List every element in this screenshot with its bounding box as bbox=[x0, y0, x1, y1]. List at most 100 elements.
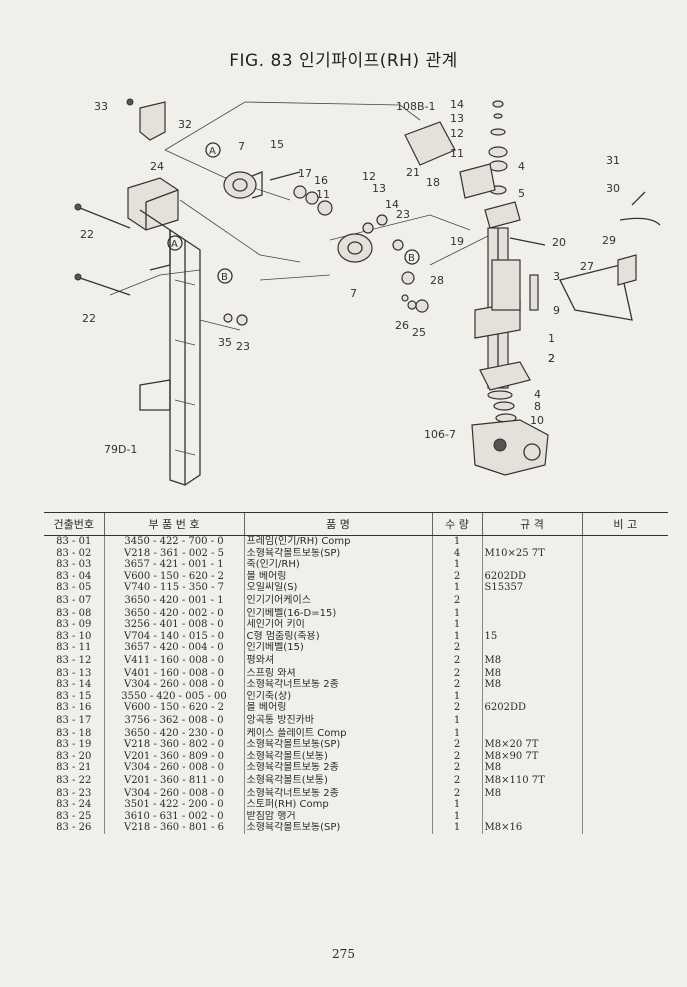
spec-cell: M8 bbox=[481, 679, 582, 691]
note-cell bbox=[581, 787, 668, 799]
spec-cell: 15 bbox=[481, 630, 582, 642]
item-no-cell: 83 - 21 bbox=[56, 762, 92, 773]
item-no-cell: 83 - 25 bbox=[56, 810, 92, 822]
exploded-parts-diagram: 33 32 24 22 22 7 A 15 17 16 11 B 12 13 1… bbox=[74, 98, 661, 486]
spec-cell: M8 bbox=[481, 787, 582, 799]
callout: 108B-1 bbox=[396, 100, 436, 113]
callout: 3 bbox=[553, 270, 560, 283]
main-pipe-column bbox=[471, 201, 549, 476]
note-cell bbox=[581, 607, 668, 619]
header-note: 비 고 bbox=[581, 512, 668, 536]
callout: 11 bbox=[450, 147, 464, 160]
quantity-cell: 1 bbox=[431, 690, 482, 702]
callout: 24 bbox=[150, 160, 164, 173]
callout: 35 bbox=[218, 336, 232, 349]
callout: 4 bbox=[518, 160, 525, 173]
part-name-cell: 소형육각볼트보통(SP) bbox=[243, 822, 432, 834]
part-no-cell: V411 - 160 - 008 - 0 bbox=[103, 653, 244, 668]
callout: B bbox=[221, 272, 228, 283]
part-no-cell: 3650 - 420 - 001 - 1 bbox=[103, 593, 244, 608]
part-no-cell: V304 - 260 - 008 - 0 bbox=[103, 787, 244, 799]
part-no-cell: 3610 - 631 - 002 - 0 bbox=[103, 810, 244, 822]
spec-cell bbox=[481, 619, 582, 631]
quantity-cell: 2 bbox=[431, 570, 482, 582]
frame-79d-1 bbox=[139, 228, 201, 486]
callout: 27 bbox=[580, 260, 594, 273]
callout: 16 bbox=[314, 174, 328, 187]
part-name-cell: 소형육각볼트(보통) bbox=[243, 773, 432, 788]
spec-cell: 6202DD bbox=[481, 570, 582, 582]
spec-cell: M8×16 bbox=[481, 822, 582, 834]
quantity-cell: 2 bbox=[431, 667, 482, 679]
callout: 23 bbox=[236, 340, 250, 353]
callout: 9 bbox=[553, 304, 560, 317]
quantity-cell: 1 bbox=[431, 559, 482, 571]
callout: 26 bbox=[395, 319, 409, 332]
item-no-cell: 83 - 22 bbox=[56, 774, 92, 786]
spec-cell bbox=[481, 810, 582, 822]
part-no-cell: 3756 - 362 - 008 - 0 bbox=[103, 713, 244, 728]
callout: 19 bbox=[450, 235, 464, 248]
spec-cell: M8 bbox=[481, 667, 582, 679]
part-no-cell: V201 - 360 - 811 - 0 bbox=[103, 773, 244, 788]
spec-cell bbox=[481, 642, 582, 654]
note-cell bbox=[581, 727, 668, 739]
part-name-cell: 인기베벨(16-D=15) bbox=[243, 607, 432, 619]
part-no-cell: 3501 - 422 - 200 - 0 bbox=[103, 799, 244, 811]
callout: 18 bbox=[426, 176, 440, 189]
part-name-cell: 인기기어케이스 bbox=[243, 593, 432, 608]
callout-labels: 33 32 24 22 22 7 A 15 17 16 11 B 12 13 1… bbox=[80, 98, 620, 456]
part-no-cell: V218 - 360 - 801 - 6 bbox=[103, 822, 244, 834]
part-name-cell: 세인기어 키이 bbox=[243, 619, 432, 631]
header-quantity: 수 량 bbox=[431, 512, 482, 536]
callout: 13 bbox=[372, 182, 386, 195]
quantity-cell: 2 bbox=[431, 593, 482, 608]
item-no-cell: 83 - 02 bbox=[56, 547, 92, 559]
part-no-cell: 3657 - 421 - 001 - 1 bbox=[103, 559, 244, 571]
header-item-no: 건출번호 bbox=[44, 512, 104, 536]
callout: 4 bbox=[534, 388, 541, 401]
hanger-arm bbox=[509, 191, 661, 321]
spec-cell bbox=[481, 713, 582, 728]
note-cell bbox=[581, 750, 668, 762]
item-no-cell: 83 - 01 bbox=[56, 536, 92, 547]
part-name-cell: 소형육각너트보통 2종 bbox=[243, 787, 432, 799]
part-name-cell: 소형육각볼트보통(SP) bbox=[243, 739, 432, 751]
part-name-cell: 오일씨일(S) bbox=[243, 582, 432, 594]
callout: 17 bbox=[298, 167, 312, 180]
note-cell bbox=[581, 773, 668, 788]
part-no-cell: 3450 - 422 - 700 - 0 bbox=[103, 535, 244, 548]
note-cell bbox=[581, 570, 668, 582]
item-no-cell: 83 - 14 bbox=[56, 679, 92, 690]
quantity-cell: 2 bbox=[431, 642, 482, 654]
spec-cell: S15357 bbox=[481, 582, 582, 594]
callout: 2 bbox=[548, 352, 555, 365]
part-no-cell: V304 - 260 - 008 - 0 bbox=[103, 762, 244, 774]
small-parts bbox=[223, 294, 417, 326]
part-name-cell: 소형육각볼트보통(SP) bbox=[243, 547, 432, 559]
item-no-cell: 83 - 24 bbox=[56, 799, 92, 810]
spec-cell bbox=[481, 593, 582, 608]
quantity-cell: 1 bbox=[431, 630, 482, 642]
note-cell bbox=[581, 690, 668, 702]
callout: 25 bbox=[412, 326, 426, 339]
part-no-cell: 3650 - 420 - 002 - 0 bbox=[103, 607, 244, 619]
callout: 20 bbox=[552, 236, 566, 249]
part-name-cell: 케이스 플레이트 Comp bbox=[243, 727, 432, 739]
quantity-cell: 4 bbox=[431, 547, 482, 559]
spec-cell bbox=[481, 607, 582, 619]
quantity-cell: 2 bbox=[431, 762, 482, 774]
